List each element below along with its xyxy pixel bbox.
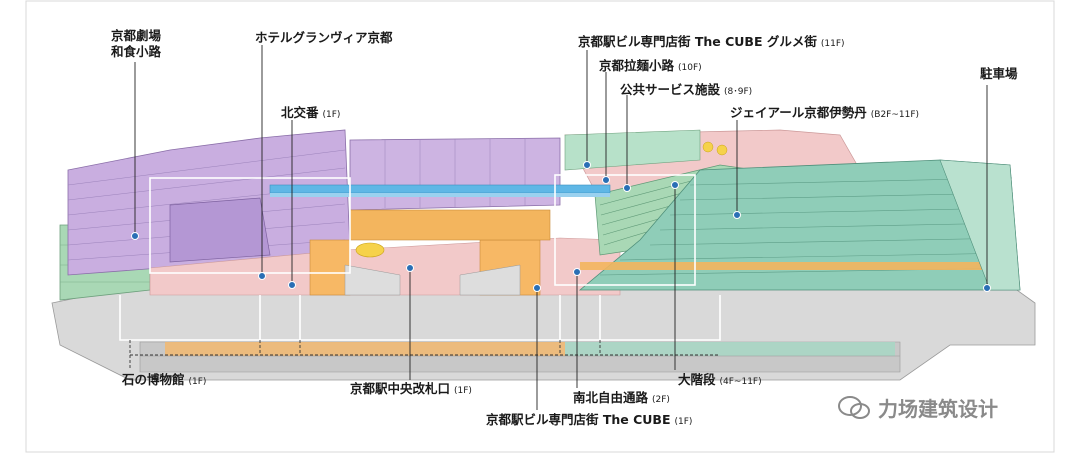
label-grand-stairs: 大階段(4F~11F) <box>678 372 762 390</box>
watermark: 力场建筑设计 <box>878 397 998 421</box>
leader-lines <box>134 45 988 410</box>
label-cube-gourmet: 京都駅ビル専門店街 The CUBE グルメ街(11F) <box>578 34 845 52</box>
marker-cube-1f <box>533 284 541 292</box>
marker-ramen <box>602 176 610 184</box>
label-stone-museum-text: 石の博物館 <box>122 372 185 387</box>
label-parking: 駐車場 <box>980 66 1018 82</box>
label-stone-museum-floor: (1F) <box>188 377 207 387</box>
label-public-service-text: 公共サービス施設 <box>620 82 721 97</box>
marker-grand-stairs <box>671 181 679 189</box>
dashed-guides <box>129 340 720 370</box>
label-cube-gourmet-floor: (11F) <box>820 39 845 49</box>
central-concourse-pink <box>149 209 621 296</box>
label-grand-stairs-text: 大階段 <box>678 372 716 387</box>
label-free-passage-floor: (2F) <box>652 395 670 405</box>
label-cube-1f: 京都駅ビル専門店街 The CUBE(1F) <box>486 412 692 430</box>
wechat-logo-icon <box>838 396 870 419</box>
skyway-blue <box>269 184 611 197</box>
label-ramen-text: 京都拉麺小路 <box>599 58 675 73</box>
isetan-teal-block <box>578 159 1021 291</box>
label-central-gate-floor: (1F) <box>454 386 472 396</box>
label-grand-stairs-floor: (4F~11F) <box>719 377 762 387</box>
marker-police-box <box>288 281 296 289</box>
marker-central-gate <box>406 264 414 272</box>
label-public-service: 公共サービス施設(8･9F) <box>620 82 752 100</box>
label-police-box-floor: (1F) <box>322 110 341 120</box>
label-cube-1f-floor: (1F) <box>674 417 693 427</box>
marker-isetan <box>733 211 741 219</box>
marker-hotel <box>258 272 266 280</box>
white-outline-frames <box>119 174 721 341</box>
marker-parking <box>983 284 991 292</box>
label-theater-line1: 京都劇場 <box>111 28 162 43</box>
marker-public-service <box>623 184 631 192</box>
label-isetan-floor: (B2F~11F) <box>870 110 920 120</box>
label-theater: 京都劇場 和食小路 <box>111 28 161 60</box>
label-central-gate-text: 京都駅中央改札口 <box>350 381 451 396</box>
label-hotel: ホテルグランヴィア京都 <box>255 30 393 46</box>
label-hotel-text: ホテルグランヴィア京都 <box>255 30 393 45</box>
label-stone-museum: 石の博物館(1F) <box>122 372 206 390</box>
platform-base <box>51 284 1036 381</box>
label-isetan-text: ジェイアール京都伊勢丹 <box>730 105 867 120</box>
label-cube-1f-text: 京都駅ビル専門店街 The CUBE <box>486 412 671 427</box>
label-theater-line2: 和食小路 <box>111 44 162 59</box>
label-ramen-floor: (10F) <box>678 63 702 73</box>
label-public-service-floor: (8･9F) <box>724 87 753 97</box>
label-parking-text: 駐車場 <box>980 66 1018 81</box>
label-central-gate: 京都駅中央改札口(1F) <box>350 381 472 399</box>
location-markers <box>131 161 991 292</box>
marker-free-passage <box>573 268 581 276</box>
marker-theater <box>131 232 139 240</box>
label-cube-gourmet-text: 京都駅ビル専門店街 The CUBE グルメ街 <box>578 34 817 49</box>
label-free-passage: 南北自由通路(2F) <box>573 390 670 408</box>
label-free-passage-text: 南北自由通路 <box>573 390 649 405</box>
label-police-box-text: 北交番 <box>281 105 319 120</box>
label-ramen: 京都拉麺小路(10F) <box>599 58 702 76</box>
label-isetan: ジェイアール京都伊勢丹(B2F~11F) <box>730 105 919 123</box>
label-police-box: 北交番(1F) <box>281 105 340 123</box>
marker-cube-gourmet <box>583 161 591 169</box>
